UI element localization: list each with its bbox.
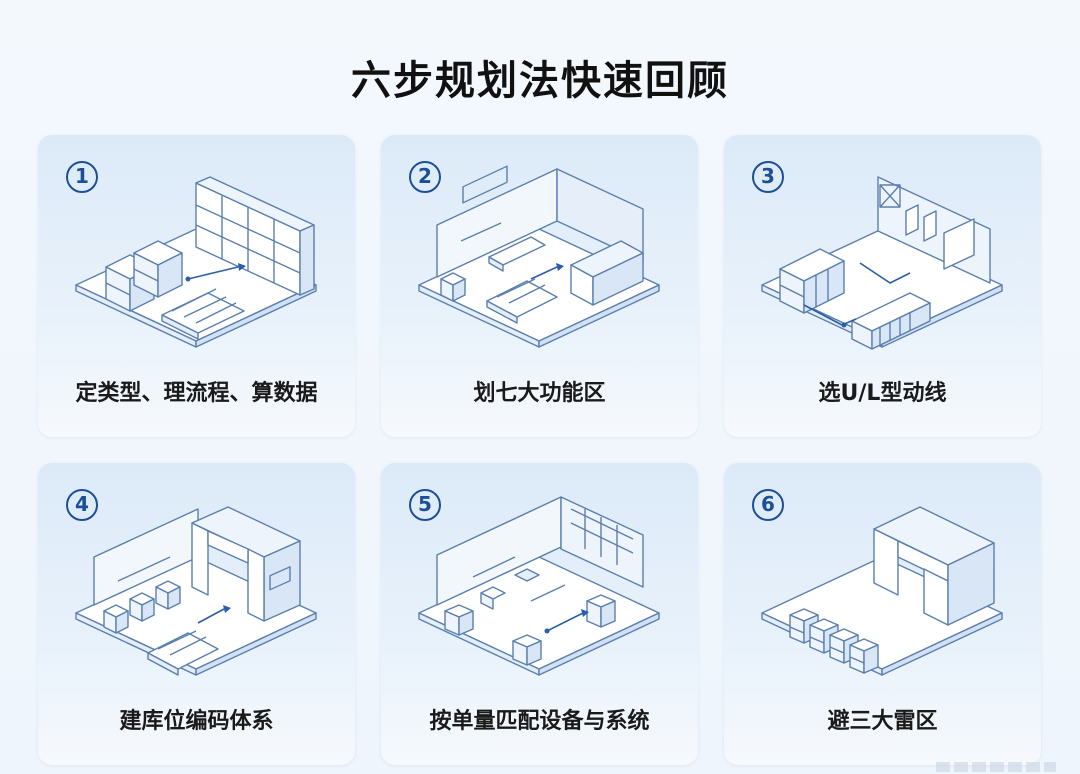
step-number-badge: 4 bbox=[66, 489, 98, 521]
step-number-badge: 3 bbox=[752, 161, 784, 193]
flow-route-icon bbox=[761, 176, 1003, 350]
step-label: 选U/L型动线 bbox=[818, 381, 947, 406]
page-title: 六步规划法快速回顾 bbox=[351, 58, 729, 104]
step-card-6: 6 避三大雷区 bbox=[724, 463, 1041, 765]
step-number-badge: 6 bbox=[752, 489, 784, 521]
step-number-badge: 5 bbox=[409, 489, 441, 521]
location-coding-icon bbox=[75, 506, 317, 676]
step-label: 定类型、理流程、算数据 bbox=[75, 381, 318, 406]
watermark bbox=[936, 762, 1056, 772]
step-label: 建库位编码体系 bbox=[119, 709, 274, 734]
step-card-3: 3 选U/L型动线 bbox=[724, 135, 1041, 437]
step-card-4: 4 建库位编码体系 bbox=[38, 463, 355, 765]
step-label: 避三大雷区 bbox=[827, 709, 938, 734]
step-card-2: 2 划七大功能区 bbox=[381, 135, 698, 437]
steps-grid: 1 定类型、理流程、算数据 2 bbox=[38, 135, 1041, 765]
pitfalls-icon bbox=[761, 506, 1003, 676]
step-label: 划七大功能区 bbox=[473, 381, 606, 406]
step-card-5: 5 按单量匹配设备与系统 bbox=[381, 463, 698, 765]
step-card-1: 1 定类型、理流程、算数据 bbox=[38, 135, 355, 437]
function-zones-icon bbox=[418, 165, 660, 348]
step-number-badge: 1 bbox=[66, 161, 98, 193]
step-label: 按单量匹配设备与系统 bbox=[429, 709, 650, 734]
rack-warehouse-icon bbox=[75, 176, 317, 348]
step-number-badge: 2 bbox=[409, 161, 441, 193]
equipment-system-icon bbox=[418, 496, 660, 676]
